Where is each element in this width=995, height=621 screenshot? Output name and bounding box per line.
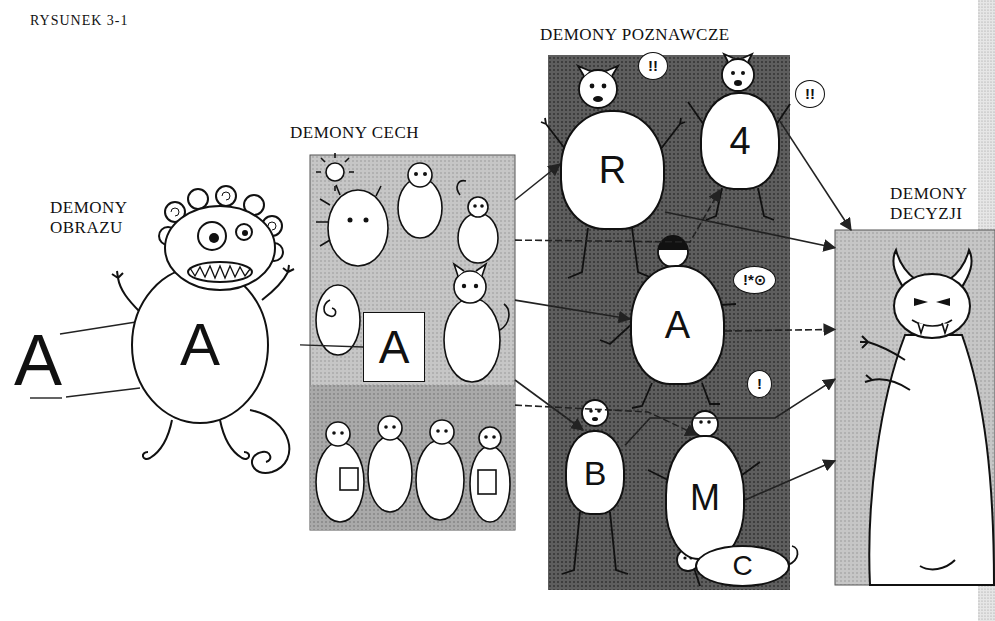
demon-letter: 4 [729, 120, 750, 162]
speech-bubble: !! [795, 80, 825, 108]
speech-bubble: !*⊙ [733, 266, 776, 294]
cognitive-panel: DEMONY POZNAWCZER4ABMC [548, 55, 790, 590]
cognitive-demon: C [695, 545, 790, 587]
image-letter: A [160, 313, 240, 377]
demon-letter: A [665, 304, 690, 346]
demon-letter: M [690, 478, 720, 518]
connector [745, 461, 835, 500]
feature-letter: A [379, 322, 410, 372]
connector [515, 405, 697, 435]
demon-letter: C [732, 550, 752, 582]
connector [725, 329, 835, 331]
cognitive-demon: M [665, 435, 745, 560]
cognitive-demon: 4 [700, 92, 780, 190]
speech-bubble: ! [747, 370, 772, 398]
connector [515, 164, 560, 200]
connector [665, 212, 835, 248]
cognitive-demon: A [630, 265, 725, 385]
figure-number: RYSUNEK 3-1 [30, 12, 129, 30]
group-heading: DEMONY CECH [290, 123, 530, 143]
decision-panel: DEMONY DECYZJI [835, 230, 995, 585]
feature-card: A [363, 312, 425, 382]
connector [515, 300, 630, 319]
demon-letter: B [584, 454, 607, 492]
connector [300, 345, 363, 347]
image-demon: DEMONY OBRAZU A [40, 195, 300, 485]
feature-panel: DEMONY CECHA [310, 155, 515, 530]
input-letter: A [14, 322, 62, 398]
demon-letter: R [599, 149, 626, 191]
cognitive-demon: R [560, 110, 665, 230]
group-heading: DEMONY OBRAZU [50, 198, 145, 238]
connector [780, 121, 851, 230]
cognitive-demon: B [565, 430, 625, 515]
group-heading: DEMONY DECYZJI [890, 184, 990, 224]
speech-bubble: !! [638, 52, 668, 80]
group-heading: DEMONY POZNAWCZE [540, 25, 790, 45]
connector [625, 379, 835, 445]
